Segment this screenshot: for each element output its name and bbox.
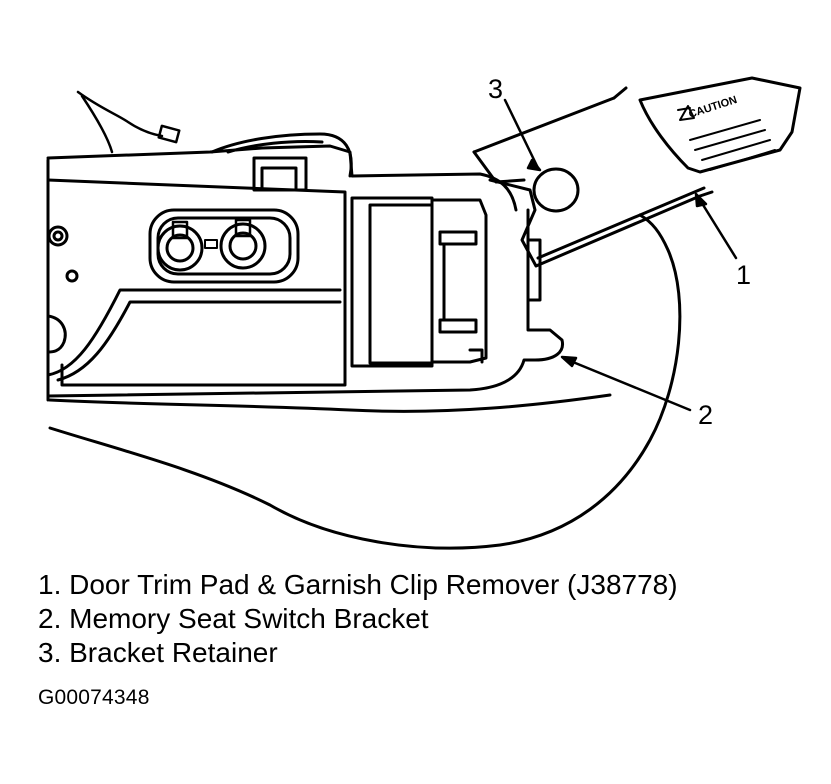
door-trim-body	[46, 132, 565, 402]
switch-plate	[148, 208, 300, 284]
top-clip	[252, 156, 308, 192]
legend-item-1: 1. Door Trim Pad & Garnish Clip Remover …	[38, 569, 678, 600]
callout-1: 1	[736, 260, 752, 290]
figure-id: G00074348	[38, 686, 150, 709]
callout-2: 2	[698, 400, 714, 430]
door-panel-illustration: CAUTION	[46, 76, 802, 550]
legend-item-2: 2. Memory Seat Switch Bracket	[38, 603, 429, 634]
switch-housing	[46, 178, 347, 387]
legend-item-3: 3. Bracket Retainer	[38, 637, 278, 668]
tool-caution-label: CAUTION	[687, 94, 738, 121]
wire-harness	[76, 90, 181, 154]
armrest-outline	[48, 213, 682, 550]
bracket-retainer	[532, 167, 580, 213]
leader-lines	[503, 98, 738, 412]
left-fasteners	[46, 225, 79, 354]
switch-bracket	[350, 196, 542, 368]
parts-legend: 1. Door Trim Pad & Garnish Clip Remover …	[38, 568, 678, 670]
clip-remover-tool: CAUTION	[472, 76, 802, 268]
callout-3: 3	[488, 74, 504, 104]
